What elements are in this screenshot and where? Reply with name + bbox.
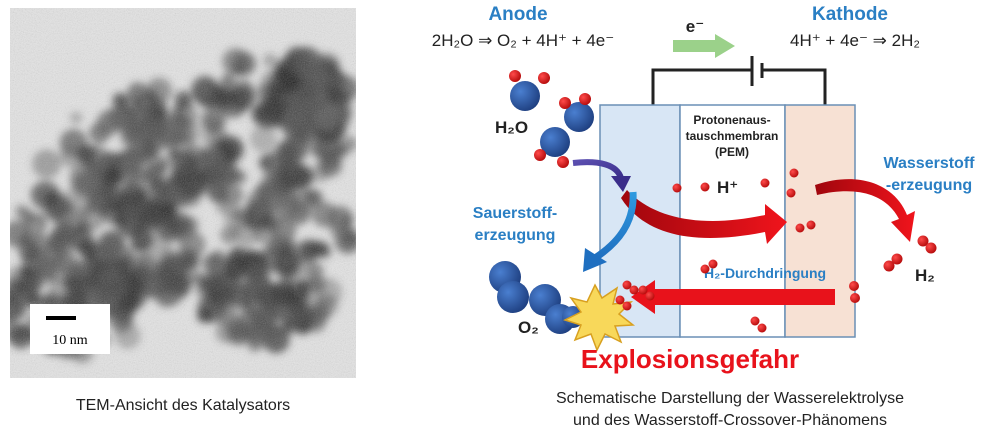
proton-transport-arrow [621,190,787,244]
scale-bar-label: 10 nm [52,333,88,348]
protons [672,168,816,233]
hydrogen-molecules [849,235,937,303]
oxygen-label: O₂ [518,318,539,337]
membrane-label-line2: tauschmembran [686,129,779,143]
hydrogen-outflow-arrow [815,179,915,242]
water-inflow-arrowhead [611,176,631,192]
kathode-title: Kathode [812,4,888,25]
explosion-burst [563,283,636,352]
water-inflow-arrow [572,159,624,180]
electron-flow-arrow [673,34,735,58]
hydrogen-label: H₂ [915,266,935,285]
hydrogen-gen-label-line2: -erzeugung [886,177,972,194]
explosion-label: Explosionsgefahr [581,344,799,374]
hydrogen-gen-label-line1: Wasserstoff [884,155,976,172]
electrolysis-diagram: Anode Kathode 2H₂O ⇒ O₂ + 4H⁺ + 4e⁻ 4H⁺ … [432,4,976,374]
water-label: H₂O [495,118,528,137]
anode-title: Anode [488,4,547,25]
oxygen-gen-label-line2: erzeugung [475,227,556,244]
membrane-label-line3: (PEM) [715,145,749,159]
crossover-hydrogen [615,259,767,333]
power-source [651,56,827,105]
crossover-label: H₂-Durchdringung [704,265,826,281]
proton-label: H⁺ [717,178,738,197]
kathode-reaction: 4H⁺ + 4e⁻ ⇒ 2H₂ [790,31,920,50]
diagram-caption: Schematische Darstellung der Wasserelekt… [470,388,990,432]
tem-caption: TEM-Ansicht des Katalysators [75,397,291,414]
electron-label: e⁻ [686,17,704,36]
crossover-arrow [631,280,835,314]
water-molecules [509,70,594,168]
tem-image: 10 nm [10,8,356,378]
oxygen-gen-label-line1: Sauerstoff- [473,205,557,222]
oxygen-outflow-arrowhead [583,248,607,272]
diagram-caption-line2: und des Wasserstoff-Crossover-Phänomens [573,412,887,429]
oxygen-outflow-arrow [593,191,637,261]
scale-bar: 10 nm [30,304,110,354]
membrane-label-line1: Protonenaus- [693,113,770,127]
anode-reaction: 2H₂O ⇒ O₂ + 4H⁺ + 4e⁻ [432,31,614,50]
diagram-caption-line1: Schematische Darstellung der Wasserelekt… [556,390,904,407]
